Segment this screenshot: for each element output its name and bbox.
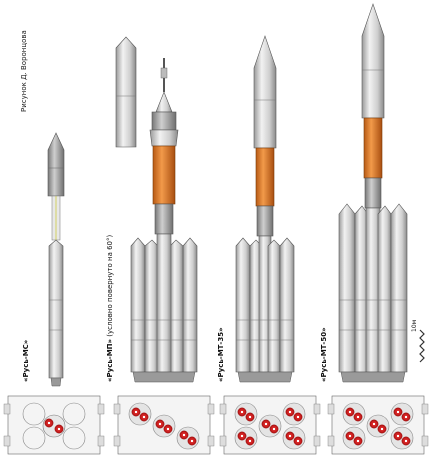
bottom-view-rus-mt50 [327, 395, 429, 455]
rocket-note: (условно повернуто на 60°) [106, 234, 114, 337]
rocket-name: «Русь-МТ-50» [320, 327, 328, 382]
rocket-name: «Русь-МП» [106, 338, 114, 382]
label-rus-mt35: «Русь-МТ-35» [217, 327, 225, 382]
label-rus-ms: «Русь-МС» [22, 340, 30, 382]
bottom-view-rus-mp [113, 395, 215, 455]
rocket-name: «Русь-МС» [22, 339, 30, 382]
rocket-rus-ms [47, 132, 65, 387]
rocket-rus-mp [115, 36, 198, 383]
rocket-rus-mt50 [338, 3, 408, 383]
bottom-view-rus-mt35 [219, 395, 321, 455]
scale-bar [419, 329, 425, 363]
label-rus-mt50: «Русь-МТ-50» [320, 327, 328, 382]
bottom-view-rus-ms [3, 395, 105, 455]
label-rus-mp: «Русь-МП» (условно повернуто на 60°) [106, 235, 114, 382]
rocket-name: «Русь-МТ-35» [217, 327, 225, 382]
scale-label: 10м [411, 319, 418, 332]
rocket-rus-mt35 [235, 35, 295, 383]
credit-label: Рисунок Д. Воронцова [20, 30, 28, 112]
